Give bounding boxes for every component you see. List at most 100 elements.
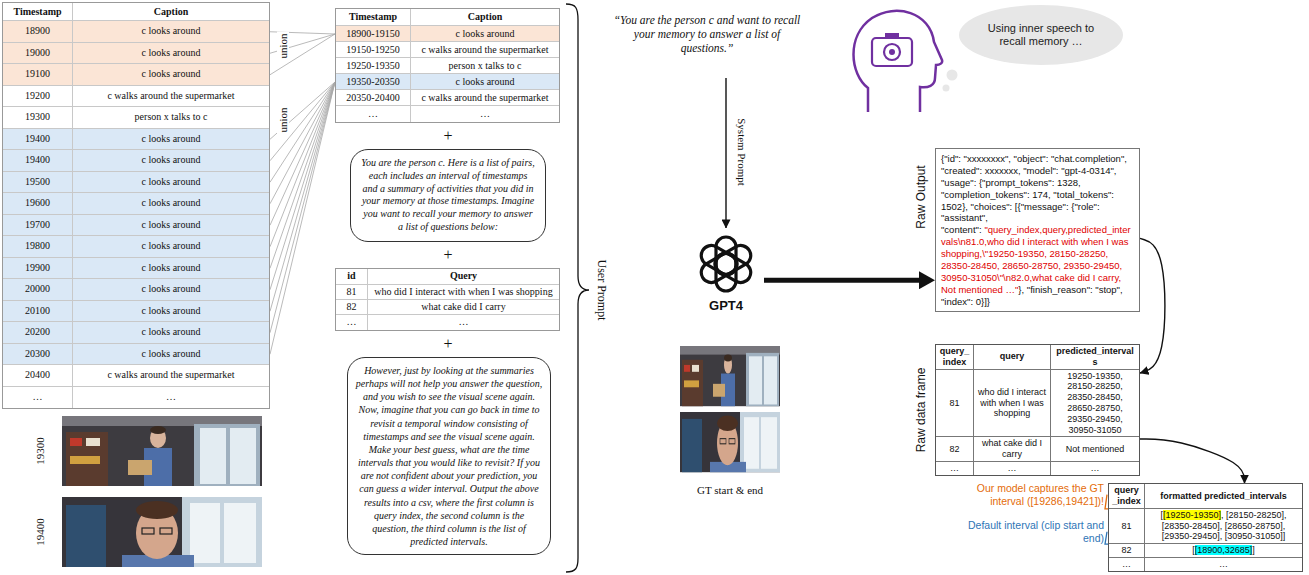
prompt-text: However, just by looking at the summarie…: [355, 364, 543, 549]
cell-text: who did I interact with when I was shopp…: [374, 286, 552, 297]
cell-text: c looks around: [142, 240, 201, 251]
cell-content: …: [1091, 463, 1100, 474]
video-frame: [62, 497, 262, 567]
cell-content: person x talks to c: [135, 111, 208, 123]
cell-text: …: [347, 316, 357, 327]
cell-content: …: [33, 391, 43, 403]
table-cell: 19900: [3, 258, 73, 280]
cell-text: c looks around: [142, 283, 201, 294]
cell-content: 81: [949, 398, 959, 409]
cell-text: 18900-19150: [346, 28, 399, 39]
cell-content: Caption: [154, 6, 188, 18]
table-cell: …: [73, 387, 269, 409]
table-cell: c walks around the supermarket: [73, 365, 269, 387]
cell-text: who did I interact with when I was shopp…: [978, 387, 1046, 419]
table-cell: …: [1051, 462, 1139, 475]
flow-arrow: [764, 278, 919, 283]
cell-text: …: [1219, 559, 1228, 569]
cell-content: c looks around: [142, 240, 201, 252]
table-cell: formatted predicted_intervals: [1145, 484, 1302, 509]
table-cell: 20000: [3, 279, 73, 301]
cell-text: …: [480, 108, 490, 119]
curly-brace: [566, 4, 589, 572]
cell-content: 20100: [25, 305, 50, 317]
cell-text: 19350-20350: [346, 76, 399, 87]
cell-content: …: [166, 391, 176, 403]
cell-text: …: [1122, 559, 1131, 569]
cell-content: c looks around: [456, 76, 515, 88]
cell-content: c looks around: [142, 47, 201, 59]
cell-content: 18900: [25, 25, 50, 37]
cell-content: [[19250-19350], [28150-28250], [28350-28…: [1148, 510, 1299, 542]
table-cell: 82: [336, 300, 368, 315]
table-cell: Not mentioned: [1051, 437, 1139, 462]
user-prompt-label: User Prompt: [594, 260, 609, 321]
table-cell: 19150-19250: [336, 42, 411, 58]
cell-text: person x talks to c: [135, 111, 208, 122]
cell-text: c looks around: [142, 68, 201, 79]
prompt-box: You are the person c. Here is a list of …: [350, 149, 546, 242]
table-cell: who did I interact with when I was shopp…: [974, 370, 1051, 438]
table-cell: 19400: [3, 150, 73, 172]
json-text: {"id": "xxxxxxxx", "object": "chat.compl…: [941, 153, 1127, 235]
raw-output-text: {"id": "xxxxxxxx", "object": "chat.compl…: [941, 153, 1134, 307]
cell-content: what cake did I carry: [421, 301, 505, 313]
cell-content: 18900-19150: [346, 28, 399, 40]
camera-lens: [884, 44, 900, 60]
cell-text: Caption: [154, 6, 188, 17]
cell-content: [[18900,32685]]: [1192, 545, 1255, 556]
cell-text: 19200: [25, 90, 50, 101]
cell-content: 19700: [25, 219, 50, 231]
table-cell: c looks around: [73, 344, 269, 366]
cell-text: what cake did I carry: [421, 301, 505, 312]
cell-content: id: [347, 270, 355, 282]
table-cell: Timestamp: [336, 9, 411, 26]
cell-text: Not mentioned: [1066, 444, 1125, 454]
table-cell: …: [936, 462, 974, 475]
cell-content: 81: [1121, 521, 1131, 532]
gt-frame: [680, 412, 780, 472]
cell-content: …: [1008, 463, 1017, 474]
cell-content: 20000: [25, 283, 50, 295]
union-line: [270, 82, 335, 225]
table-cell: c looks around: [73, 279, 269, 301]
cell-text: query_index: [1112, 485, 1141, 506]
cell-content: c looks around: [142, 283, 201, 295]
cell-content: …: [459, 316, 469, 328]
cell-content: 20350-20400: [346, 92, 399, 104]
table-cell: 19350-20350: [336, 74, 411, 90]
cell-content: 19500: [25, 176, 50, 188]
cell-content: query_index: [939, 346, 970, 368]
table-cell: 81: [936, 370, 974, 438]
cell-content: formatted predicted_intervals: [1160, 491, 1287, 502]
cell-text: Timestamp: [13, 6, 61, 17]
cell-text: 19250-19350, 28150-28250, 28350-28450, 2…: [1067, 371, 1123, 435]
table-cell: c looks around: [73, 64, 269, 86]
thought-dot: [943, 85, 950, 92]
table-cell: …: [974, 462, 1051, 475]
cell-text: 19000: [25, 47, 50, 58]
cell-text: c looks around: [142, 305, 201, 316]
cell-text: 19100: [25, 68, 50, 79]
cell-text: …: [368, 108, 378, 119]
cell-text: c walks around the supermarket: [421, 44, 548, 55]
cell-text: c looks around: [142, 197, 201, 208]
cell-content: c looks around: [142, 133, 201, 145]
cell-content: 81: [347, 286, 357, 298]
table-cell: c looks around: [73, 236, 269, 258]
table-cell: c looks around: [73, 322, 269, 344]
cloud-fill: [959, 5, 1123, 65]
cell-content: c walks around the supermarket: [107, 369, 234, 381]
table-cell: c walks around the supermarket: [411, 42, 559, 58]
table-cell: c looks around: [73, 215, 269, 237]
cell-text: …: [166, 391, 176, 402]
cell-text: 20000: [25, 283, 50, 294]
cell-text: Caption: [468, 11, 502, 22]
flow-arrow: [1140, 238, 1165, 373]
table-cell: 18900: [3, 21, 73, 43]
cell-text: 19150-19250: [346, 44, 399, 55]
table-grid: Timestamp Caption 18900-19150 c looks aroun…: [335, 8, 560, 123]
cell-text: 82: [949, 444, 959, 454]
cell-text: 19400: [25, 133, 50, 144]
query-table: idQuery81who did I interact with when I …: [335, 268, 560, 331]
